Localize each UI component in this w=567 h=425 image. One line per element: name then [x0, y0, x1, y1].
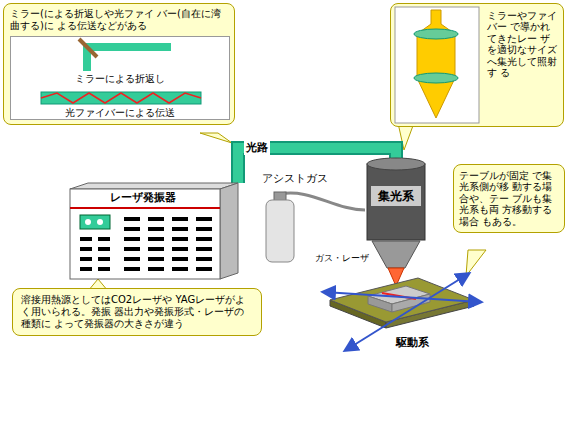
red-stripe [70, 207, 220, 209]
control-panel [80, 215, 110, 229]
drawing-part [124, 267, 140, 271]
node-text: アシストガス [262, 172, 352, 185]
part-label: ガス・レーザ [315, 252, 369, 264]
node-text: 溶接用熱源としてはCO2レーザや YAGレーザがよく用いられる。発振 器出力や発… [13, 289, 261, 335]
drawing-part [196, 247, 212, 251]
figure-frame [395, 7, 479, 123]
vent-grid [80, 217, 212, 271]
move-arrow [324, 292, 480, 302]
lens-figure [391, 4, 483, 126]
label-anchor: 光路 [244, 140, 270, 155]
node-text: ミラーやファイバー で導かれてきたレー ザを適切なサイズ へ集光して照射す る [391, 4, 563, 84]
gas-cylinder: アシストガス [262, 172, 352, 264]
nozzle-cone [372, 241, 420, 268]
drawing-part [196, 257, 212, 261]
drawing-part [80, 237, 92, 241]
beam-path [87, 47, 171, 71]
drawing-part [148, 257, 164, 261]
node-text: ミラーによる折返し [11, 73, 229, 85]
top-face [70, 183, 238, 189]
node-text: テーブルが固定 で集光系側が移 動する場合や、テー ブルも集光系も両 方移動する… [454, 165, 564, 232]
focusing-head: 集光系 [365, 158, 427, 242]
drawing-part [98, 267, 110, 271]
figure-box: ミラーによる折返し光ファイバーによる伝送 [10, 36, 230, 120]
drawing-part [172, 267, 188, 271]
note-callout: ミラーやファイバー で導かれてきたレー ザを適切なサイズ へ集光して照射す る [390, 3, 564, 127]
beam [417, 10, 455, 118]
node-text: 光ファイバーによる伝送 [11, 107, 229, 119]
callout-tail [466, 250, 486, 276]
drive-table: 駆動系 [322, 272, 482, 360]
drawing-part [196, 237, 212, 241]
drawing-part [124, 257, 140, 261]
drawing-part [124, 247, 140, 251]
drawing-part [172, 217, 188, 221]
laser-oscillator: レーザ発振器 [68, 183, 248, 283]
knob [85, 219, 91, 225]
drawing-part [124, 217, 140, 221]
drawing-part [172, 237, 188, 241]
drawing-part [124, 227, 140, 231]
drawing-part [80, 267, 92, 271]
lens [414, 29, 458, 39]
drawing-part [148, 227, 164, 231]
node-text: ミラー(による折返しや光ファイ バー(自在に湾曲する)に よる伝送などがある [4, 4, 234, 32]
node-text: 集光系 [365, 188, 427, 204]
drawing-part [172, 247, 188, 251]
drawing-part [98, 237, 110, 241]
mirror [79, 39, 97, 57]
workpiece-side [368, 296, 392, 312]
side-face [220, 183, 238, 279]
note-callout: テーブルが固定 で集光系側が移 動する場合や、テー ブルも集光系も両 方移動する… [453, 164, 565, 233]
drawing-part [172, 257, 188, 261]
drawing-part [148, 237, 164, 241]
drawing-part [196, 217, 212, 221]
drawing-part [172, 227, 188, 231]
drawing-part [98, 247, 110, 251]
drawing-part [148, 247, 164, 251]
cylinder-top [367, 158, 425, 170]
node-text: レーザ発振器 [68, 191, 218, 204]
callout-tail [200, 133, 232, 143]
drawing-part [148, 267, 164, 271]
lens [414, 73, 458, 83]
drawing-part [196, 267, 212, 271]
gas-bottle [262, 172, 352, 264]
drawing-part [124, 237, 140, 241]
fiber-ray [41, 93, 201, 103]
note-callout: ミラー(による折返しや光ファイ バー(自在に湾曲する)に よる伝送などがある ミ… [3, 3, 235, 125]
drawing-part [196, 227, 212, 231]
fiber [41, 92, 201, 104]
drawing-part [98, 257, 110, 261]
drawing-part [80, 247, 92, 251]
drawing-part [148, 217, 164, 221]
note-callout: 溶接用熱源としてはCO2レーザや YAGレーザがよく用いられる。発振 器出力や発… [12, 288, 262, 336]
edge-label: 光路 [244, 140, 270, 155]
node-text: 駆動系 [322, 336, 452, 349]
drawing-part [80, 257, 92, 261]
bottle-body [266, 200, 294, 262]
label-anchor: ガス・レーザ [315, 252, 369, 264]
knob [97, 219, 103, 225]
